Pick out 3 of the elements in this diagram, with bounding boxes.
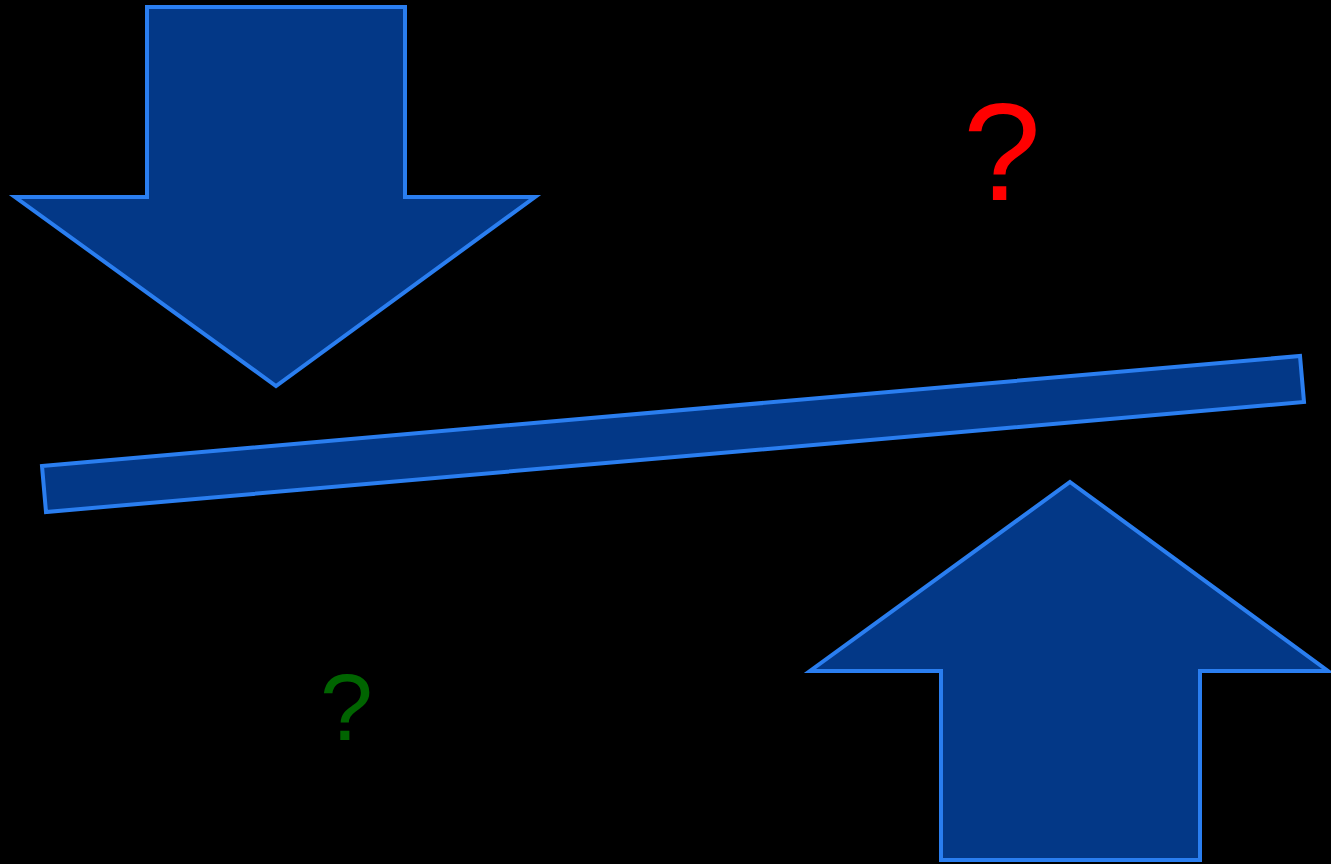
lever-bar — [39, 353, 1307, 515]
question-mark: ? — [963, 82, 1041, 222]
question-mark: ? — [320, 660, 373, 755]
